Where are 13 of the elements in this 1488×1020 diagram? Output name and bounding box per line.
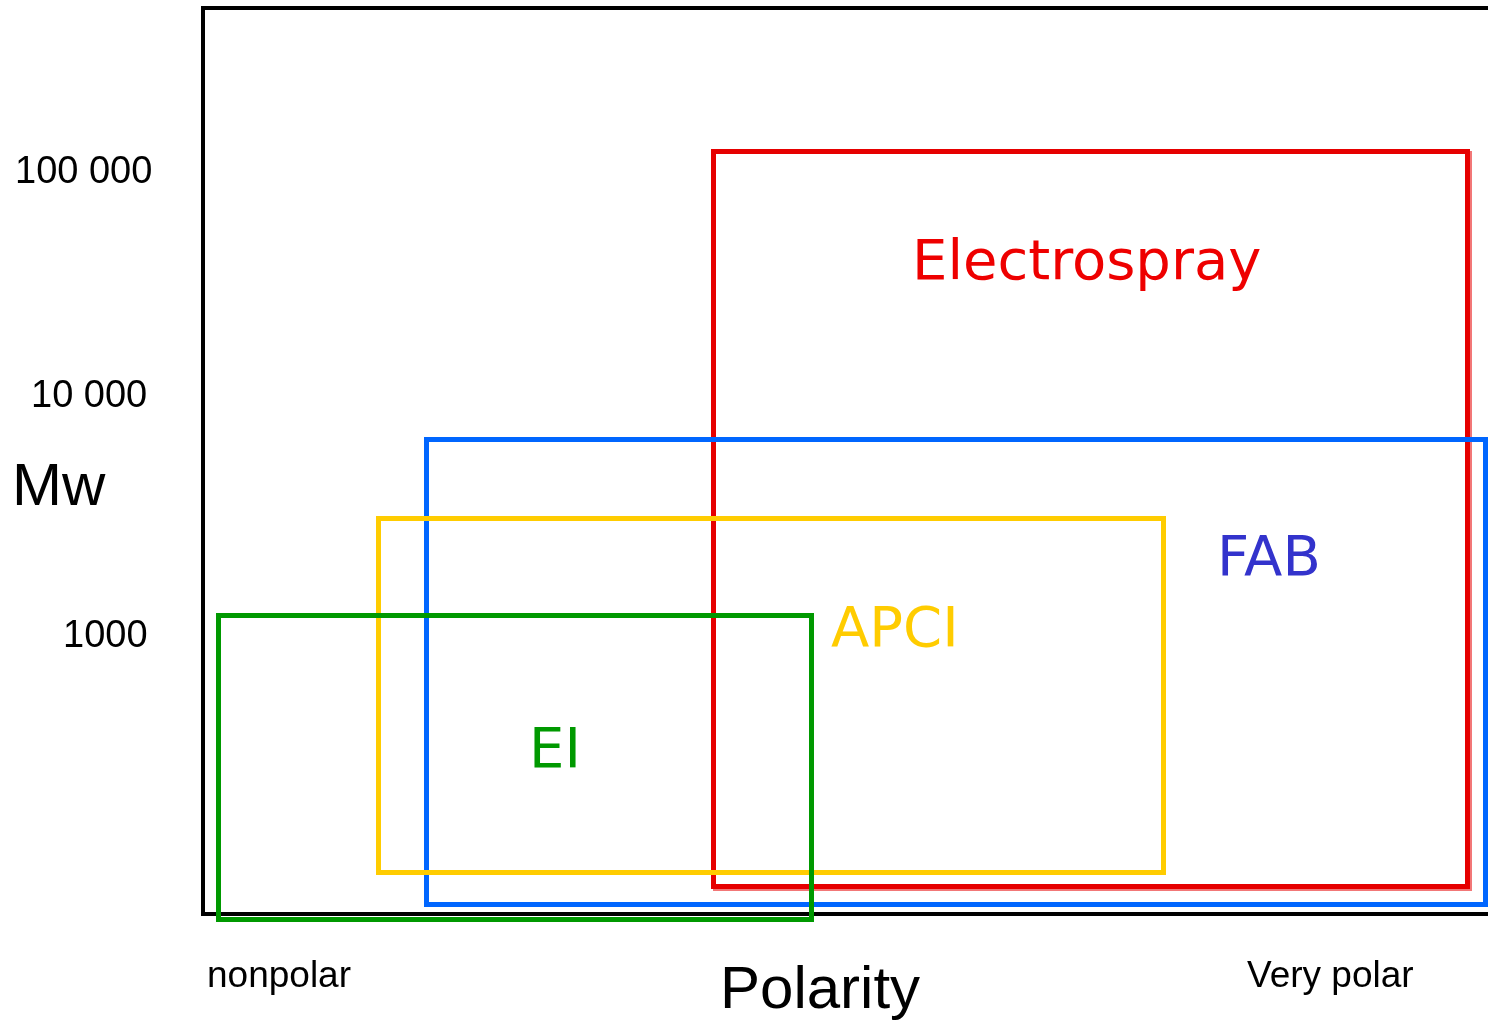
axis-title: Mw — [12, 455, 106, 515]
method-label: EI — [529, 720, 581, 776]
method-region — [216, 613, 814, 922]
axis-tick-label: 10 000 — [31, 375, 148, 413]
axis-end-label: nonpolar — [207, 956, 351, 993]
method-region — [376, 516, 1166, 875]
axis-tick-label: 1000 — [63, 615, 148, 653]
axis-tick-label: 100 000 — [15, 151, 153, 189]
method-label: FAB — [1217, 528, 1321, 584]
method-region — [424, 437, 1488, 907]
axis-end-label: Very polar — [1247, 956, 1414, 993]
method-label: APCI — [831, 599, 959, 655]
method-region — [711, 149, 1470, 889]
